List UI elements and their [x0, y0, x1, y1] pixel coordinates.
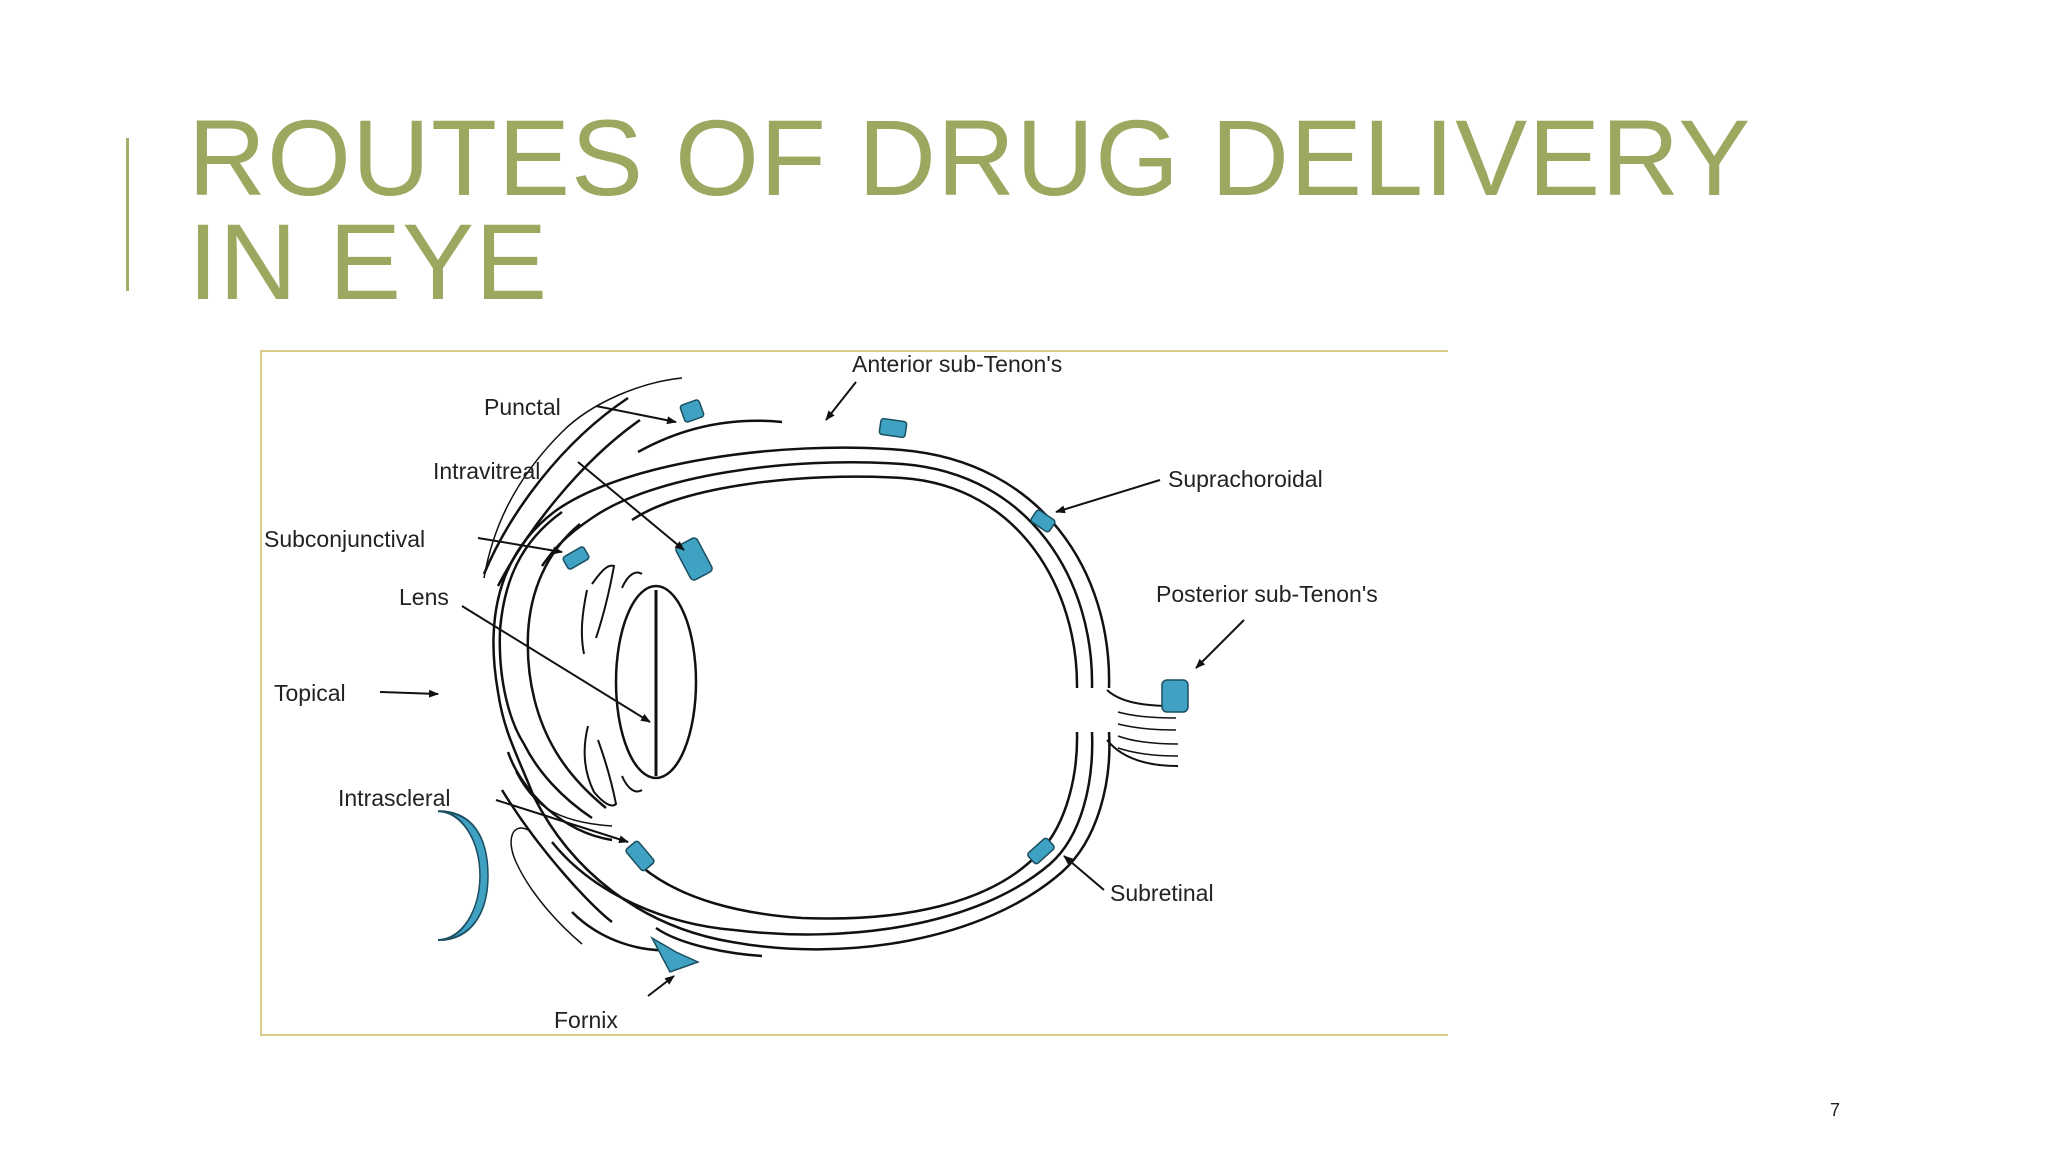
- lens-shape: [614, 584, 698, 780]
- lower-lid-skin: [655, 926, 763, 958]
- slide-title-line-2: IN EYE: [188, 201, 549, 322]
- label-topical: Topical: [274, 680, 346, 706]
- label-subconjunctival: Subconjunctival: [264, 526, 425, 552]
- retina-layer: [631, 475, 1079, 689]
- lower-lid-outer: [500, 789, 613, 923]
- tenon-upper: [637, 419, 783, 454]
- drug-depots: [437, 399, 1189, 973]
- slide-title: ROUTES OF DRUG DELIVERY IN EYE: [188, 97, 1948, 322]
- anterior-sub-tenons-depot: [878, 417, 908, 439]
- optic-nerve-fiber-3: [1117, 735, 1179, 745]
- label-intravitreal: Intravitreal: [433, 458, 540, 484]
- label-anterior-sub-tenons: Anterior sub-Tenon's: [852, 352, 1062, 377]
- intrascleral-depot: [625, 840, 655, 872]
- label-punctal: Punctal: [484, 394, 561, 420]
- slide-title-line-1: ROUTES OF DRUG DELIVERY: [188, 97, 1752, 218]
- lower-eyelid-fold: [515, 771, 613, 827]
- ciliary-lower: [621, 775, 643, 793]
- optic-nerve-fiber-2: [1117, 723, 1177, 731]
- punctal-depot: [679, 399, 705, 423]
- iris-upper-b: [580, 589, 588, 655]
- label-intrascleral: Intrascleral: [338, 785, 450, 811]
- iris-lower: [583, 725, 618, 807]
- optic-nerve-fiber-1: [1117, 711, 1177, 719]
- optic-nerve-fiber-4: [1117, 747, 1179, 757]
- posterior-sub-tenons-depot: [1161, 679, 1189, 713]
- topical-drop: [437, 810, 489, 942]
- label-suprachoroidal: Suprachoroidal: [1168, 466, 1323, 492]
- choroid-layer: [540, 461, 1094, 689]
- cornea: [498, 510, 593, 820]
- upper-eyelid-skin: [483, 377, 683, 579]
- page-number: 7: [1830, 1100, 1841, 1120]
- eye-anatomy: [482, 377, 1179, 958]
- label-fornix: Fornix: [554, 1007, 618, 1033]
- fornix-depot: [650, 936, 700, 973]
- eye-diagram: Punctal Intravitreal Subconjunctival Len…: [260, 350, 1448, 1036]
- ciliary-upper: [621, 571, 643, 589]
- suprachoroidal-depot: [1030, 509, 1056, 533]
- retina-lower-inner: [641, 731, 1079, 920]
- cornea-inner: [526, 523, 607, 809]
- subretinal-depot: [1027, 837, 1055, 865]
- retina-lower-layer: [551, 731, 1094, 936]
- upper-eyelid-inner: [496, 418, 641, 587]
- fornix-outline: [510, 827, 583, 945]
- label-lens: Lens: [399, 584, 449, 610]
- diagram-labels: Punctal Intravitreal Subconjunctival Len…: [264, 352, 1378, 1033]
- sclera-outer: [492, 446, 1111, 951]
- label-posterior-sub-tenons: Posterior sub-Tenon's: [1156, 581, 1378, 607]
- optic-nerve-bottom: [1106, 739, 1179, 767]
- label-subretinal: Subretinal: [1110, 880, 1214, 906]
- leader-arrows: [379, 381, 1245, 997]
- iris-upper: [591, 564, 616, 639]
- upper-eyelid: [482, 396, 629, 575]
- title-accent-bar: [126, 138, 129, 291]
- intravitreal-depot: [675, 537, 713, 581]
- subconjunctival-depot: [562, 546, 590, 570]
- eye-diagram-svg: Punctal Intravitreal Subconjunctival Len…: [264, 352, 1378, 1033]
